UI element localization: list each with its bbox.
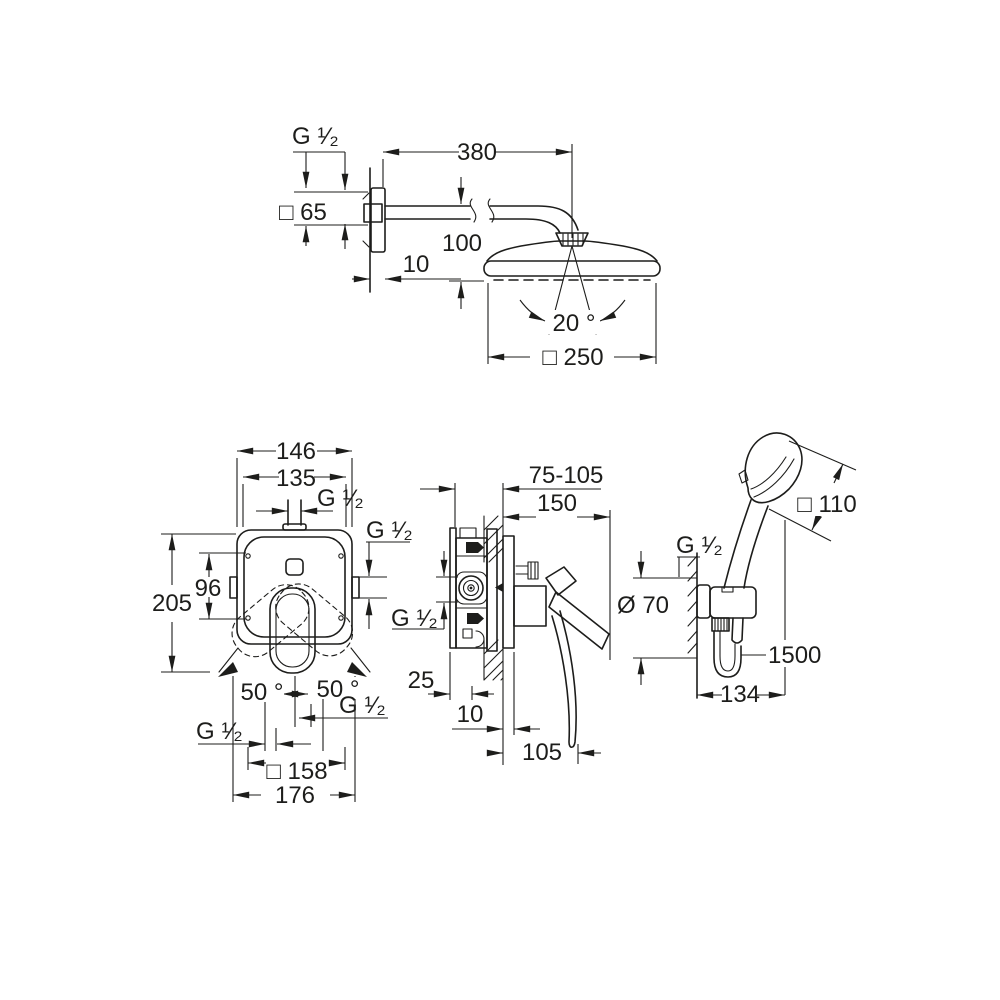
dim-head-thread-label: G ¹⁄₂ [292, 123, 339, 150]
dim-thread-bottom-left-label: G ¹⁄₂ [196, 718, 243, 745]
dim-plate-thickness-label: 10 [457, 701, 484, 728]
dim-plate-height-label: 205 [152, 590, 192, 617]
dim-head-drop-label: 100 [442, 230, 482, 257]
dim-thread-top-label: G ¹⁄₂ [317, 485, 364, 512]
dim-projection-label: 150 [537, 490, 577, 517]
dim-template-size-label: □ 158 [266, 758, 327, 785]
dim-port-spacing-label: 96 [195, 575, 222, 602]
dim-handle-projection-label: 105 [522, 739, 562, 766]
valve-section-view: 75-105 150 G ¹⁄₂ 25 10 105 [391, 462, 611, 766]
dim-swing-left-label: 50 ° [241, 679, 284, 706]
hand-shower-dimension-lines [633, 440, 857, 699]
dim-spray-angle-label: 20 ° [553, 310, 596, 337]
dim-valve-thread-label: G ¹⁄₂ [391, 605, 438, 632]
overhead-shower-linework [362, 167, 661, 335]
hand-shower-view: □ 110 G ¹⁄₂ Ø 70 1500 134 [617, 432, 859, 708]
dim-box-offset-label: 25 [408, 667, 435, 694]
dim-thread-right-label: G ¹⁄₂ [366, 517, 413, 544]
valve-section-dimension-lines [392, 483, 611, 765]
dim-flange-depth-label: 10 [403, 251, 430, 278]
dim-wall-flange-label: □ 65 [279, 199, 327, 226]
dim-holder-thread-label: G ¹⁄₂ [676, 532, 723, 559]
dim-hose-length-label: 1500 [768, 642, 821, 669]
dim-head-width-label: □ 250 [542, 344, 603, 371]
dim-thread-bottom-right-label: G ¹⁄₂ [339, 692, 386, 719]
dim-plate-inner-width-label: 135 [276, 465, 316, 492]
trim-plate-view: 146 135 G ¹⁄₂ G ¹⁄₂ 96 205 50 ° 50 ° G ¹… [152, 438, 413, 809]
dim-overall-width-label: 176 [275, 782, 315, 809]
dim-holder-projection-label: 134 [720, 681, 760, 708]
trim-plate-linework [218, 499, 371, 677]
dim-swing-right-label: 50 ° [317, 676, 360, 703]
overhead-shower-view: G ¹⁄₂ 380 □ 65 100 10 20 ° □ 250 [279, 123, 661, 371]
hand-shower-linework [687, 432, 803, 699]
dim-hand-head-size-label: □ 110 [797, 491, 856, 518]
dim-install-depth-label: 75-105 [529, 462, 604, 489]
valve-section-linework [449, 515, 610, 749]
dim-arm-length-label: 380 [457, 139, 497, 166]
overhead-shower-dimension-lines [293, 144, 657, 364]
dim-plate-width-label: 146 [276, 438, 316, 465]
dim-escutcheon-dia-label: Ø 70 [617, 592, 669, 619]
trim-plate-dimension-lines [161, 447, 410, 802]
